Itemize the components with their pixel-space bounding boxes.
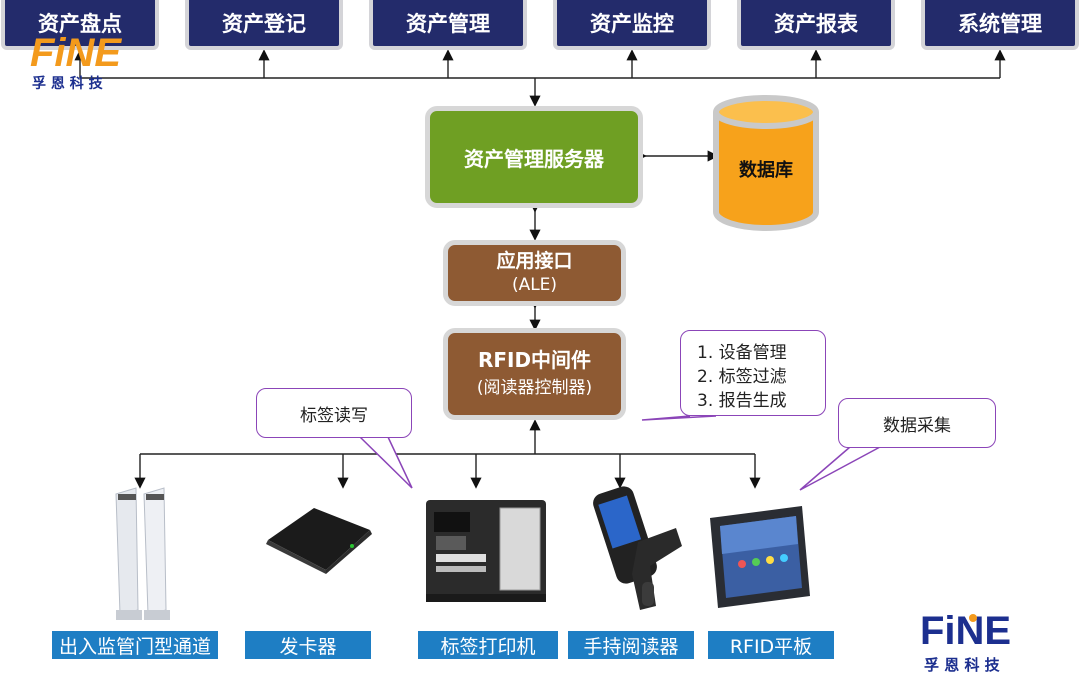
database-label: 数据库 bbox=[739, 160, 793, 181]
function-item: 2. 标签过滤 bbox=[697, 367, 787, 387]
svg-text:孚 恩 科 技: 孚 恩 科 技 bbox=[32, 75, 104, 92]
caption-gate-reader: 出入监管门型通道 bbox=[52, 631, 218, 659]
bubble-tail-tag-rw bbox=[359, 436, 413, 489]
ale-interface-node[interactable]: 应用接口 (ALE) bbox=[443, 240, 626, 306]
label-printer-icon bbox=[426, 500, 546, 602]
middleware-functions-callout: 1. 设备管理 2. 标签过滤 3. 报告生成 bbox=[680, 330, 826, 416]
function-item: 3. 报告生成 bbox=[697, 391, 787, 411]
module-asset-monitoring[interactable]: 资产监控 bbox=[553, 0, 711, 50]
data-collect-label: 数据采集 bbox=[883, 415, 951, 436]
tag-read-write-callout: 标签读写 bbox=[256, 388, 412, 438]
card-issuer-icon bbox=[266, 508, 372, 574]
database-node[interactable]: 数据库 bbox=[712, 94, 820, 232]
gate-reader-icon bbox=[115, 487, 170, 620]
bubble-tail-functions bbox=[641, 415, 717, 421]
caption-label-printer: 标签打印机 bbox=[418, 631, 558, 659]
card-issuer-device[interactable] bbox=[262, 500, 374, 574]
svg-text:FiNE: FiNE bbox=[920, 609, 1011, 653]
logo-top-left: FiNE 孚 恩 科 技 bbox=[28, 22, 168, 92]
module-asset-reports[interactable]: 资产报表 bbox=[737, 0, 895, 50]
fine-logo-icon: FiNE 孚 恩 科 技 bbox=[920, 609, 1011, 674]
function-item: 1. 设备管理 bbox=[697, 343, 787, 363]
rfid-middleware-node[interactable]: RFID中间件 (阅读器控制器) bbox=[443, 328, 626, 420]
fine-logo-icon: FiNE 孚 恩 科 技 bbox=[30, 31, 122, 92]
handheld-reader-icon bbox=[593, 486, 682, 610]
module-asset-register[interactable]: 资产登记 bbox=[185, 0, 343, 50]
module-asset-management[interactable]: 资产管理 bbox=[369, 0, 527, 50]
database-icon bbox=[713, 95, 819, 231]
caption-handheld: 手持阅读器 bbox=[568, 631, 694, 659]
middleware-label: RFID中间件 bbox=[477, 348, 592, 372]
logo-bottom-right: FiNE 孚 恩 科 技 bbox=[918, 604, 1058, 678]
module-asset-inventory[interactable]: 资产盘点 bbox=[1, 0, 159, 50]
data-collection-callout: 数据采集 bbox=[838, 398, 996, 448]
rfid-tablet-device[interactable] bbox=[706, 504, 812, 610]
handheld-reader-device[interactable] bbox=[582, 484, 686, 614]
label-printer-device[interactable] bbox=[422, 494, 550, 606]
middleware-sublabel: (阅读器控制器) bbox=[476, 378, 593, 398]
server-label: 资产管理服务器 bbox=[464, 146, 604, 171]
svg-text:FiNE: FiNE bbox=[30, 31, 122, 75]
svg-text:孚 恩 科 技: 孚 恩 科 技 bbox=[924, 656, 1001, 674]
caption-card-issuer: 发卡器 bbox=[245, 631, 371, 659]
ale-label: 应用接口 bbox=[496, 250, 573, 272]
ale-sublabel: (ALE) bbox=[511, 275, 558, 295]
rfid-tablet-icon bbox=[710, 506, 810, 608]
module-system-management[interactable]: 系统管理 bbox=[921, 0, 1079, 50]
gate-reader-device[interactable] bbox=[108, 486, 178, 624]
asset-server-node[interactable]: 资产管理服务器 bbox=[425, 106, 643, 208]
tag-rw-label: 标签读写 bbox=[300, 405, 368, 426]
bubble-tail-data-collect bbox=[799, 446, 881, 491]
caption-rfid-tablet: RFID平板 bbox=[708, 631, 834, 659]
